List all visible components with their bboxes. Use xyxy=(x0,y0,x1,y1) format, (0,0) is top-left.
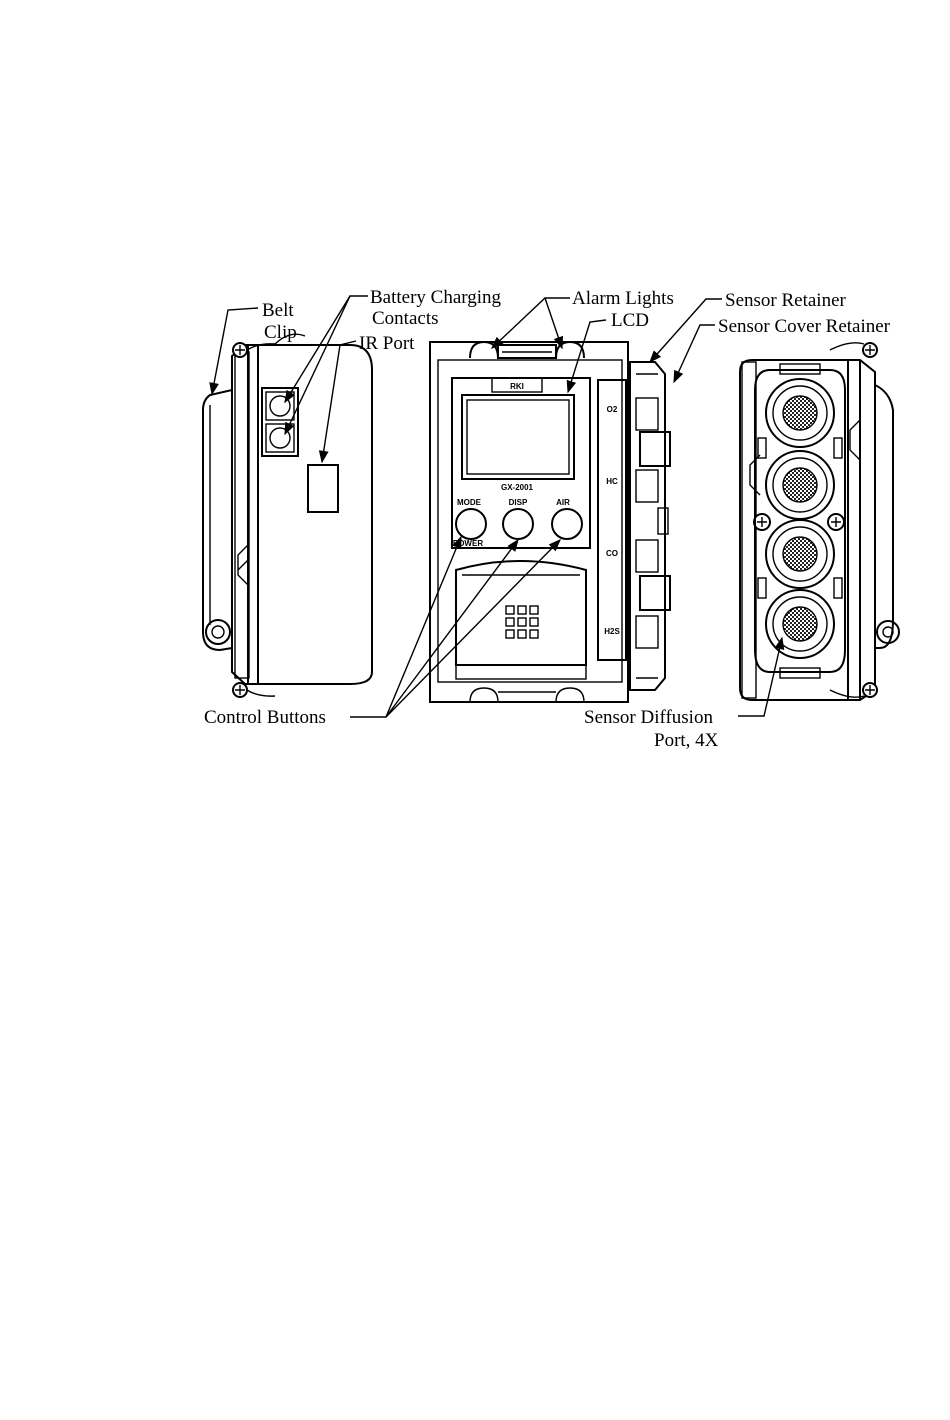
label-sensor-retainer: Sensor Retainer xyxy=(725,290,847,311)
label-clip: Clip xyxy=(264,322,297,343)
screw-icon xyxy=(233,683,247,697)
label-battery-charging: Battery Charging xyxy=(370,287,502,308)
brand-label: RKI xyxy=(510,382,524,391)
label-control-buttons: Control Buttons xyxy=(204,707,326,728)
model-label: GX-2001 xyxy=(501,483,534,492)
sensor-diffusion-port-1 xyxy=(766,379,834,447)
screw-icon xyxy=(233,343,247,357)
side-view-left xyxy=(203,334,372,697)
alarm-lights xyxy=(470,342,584,358)
label-port-4x: Port, 4X xyxy=(654,730,719,751)
screw-icon xyxy=(754,514,770,530)
front-view: RKI GX-2001 MODE DISP AIR POWER O2 xyxy=(430,342,628,702)
side-view-narrow xyxy=(630,362,670,690)
leader-lines xyxy=(212,296,782,717)
label-ir-port: IR Port xyxy=(359,333,415,354)
gas-hc: HC xyxy=(606,477,618,486)
label-contacts: Contacts xyxy=(372,308,439,329)
disp-label: DISP xyxy=(509,498,528,507)
mode-label: MODE xyxy=(457,498,482,507)
belt-clip xyxy=(203,390,232,650)
sensor-diffusion-port-2 xyxy=(766,451,834,519)
sensor-diffusion-port-4 xyxy=(766,590,834,658)
label-belt: Belt xyxy=(262,300,294,321)
screw-icon xyxy=(863,343,877,357)
label-sensor-cover-retainer: Sensor Cover Retainer xyxy=(718,316,891,337)
lcd-screen xyxy=(462,395,574,479)
air-label: AIR xyxy=(556,498,570,507)
gas-o2: O2 xyxy=(607,405,618,414)
air-button[interactable] xyxy=(552,509,582,539)
screw-icon xyxy=(828,514,844,530)
label-sensor-diffusion: Sensor Diffusion xyxy=(584,707,713,728)
back-view-sensors xyxy=(740,343,899,700)
sensor-diffusion-port-3 xyxy=(766,520,834,588)
gas-h2s: H2S xyxy=(604,627,620,636)
speaker-grille xyxy=(506,606,538,638)
mode-power-button[interactable] xyxy=(456,509,486,539)
label-alarm-lights: Alarm Lights xyxy=(572,288,674,309)
battery-charging-contacts xyxy=(262,388,298,456)
disp-button[interactable] xyxy=(503,509,533,539)
ir-port xyxy=(308,465,338,512)
label-lcd: LCD xyxy=(611,310,649,331)
gas-co: CO xyxy=(606,549,618,558)
screw-icon xyxy=(863,683,877,697)
